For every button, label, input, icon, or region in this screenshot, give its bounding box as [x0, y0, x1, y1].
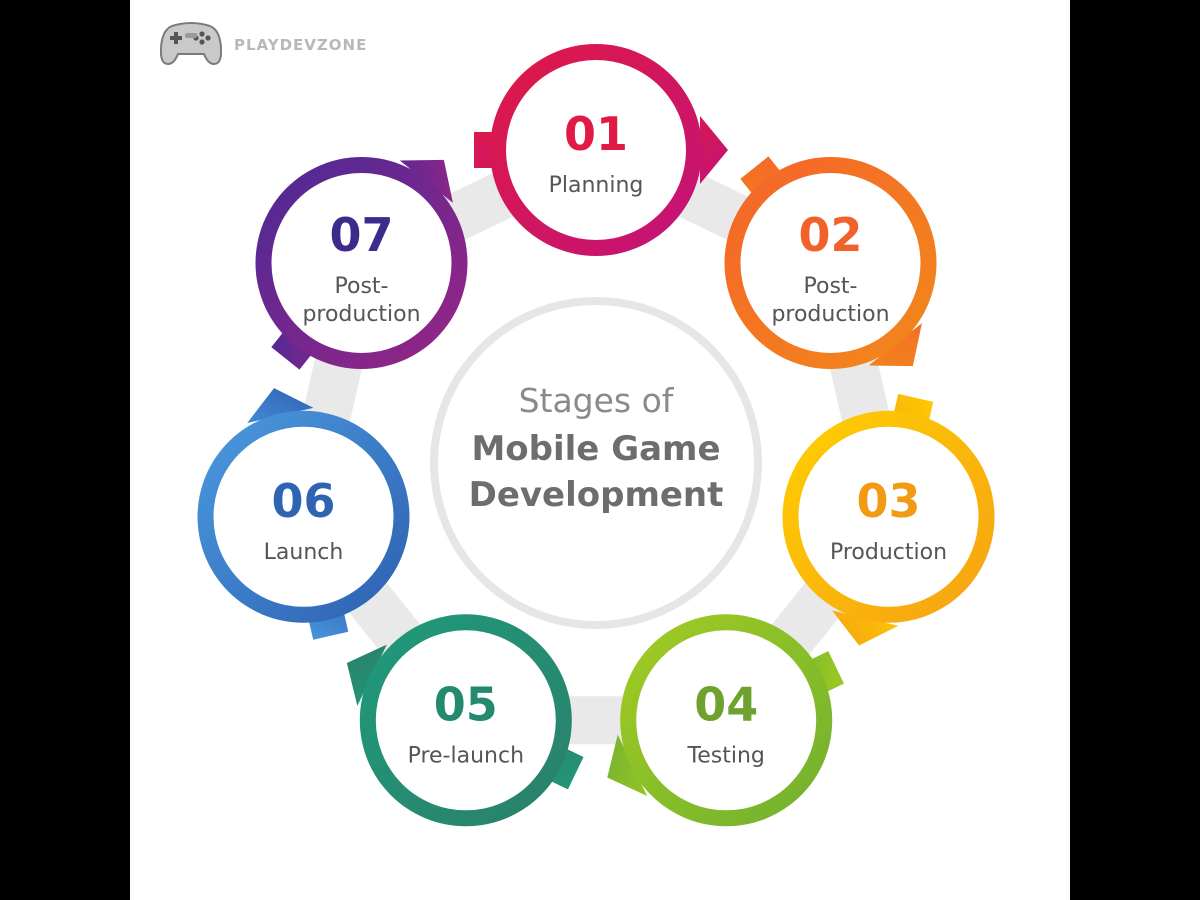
- stage-05-disc: [375, 630, 556, 811]
- center-title-line3: Development: [469, 475, 724, 515]
- stage-04-number: 04: [694, 677, 758, 731]
- stage-02-label-line-1: Post-: [804, 274, 858, 299]
- stage-01-label-line-1: Planning: [549, 173, 644, 198]
- stage-06-label-line-1: Launch: [264, 540, 344, 565]
- stage-07-label-line-1: Post-: [335, 274, 389, 299]
- center-circle: Stages of Mobile Game Development: [430, 297, 762, 629]
- stage-07-label-line-2: production: [302, 302, 420, 327]
- stages-diagram: Stages of Mobile Game Development 01Plan…: [197, 44, 995, 827]
- stage-06-number: 06: [271, 474, 335, 528]
- stage-07-number: 07: [329, 208, 393, 262]
- stage-05-number: 05: [434, 677, 498, 731]
- stage-03-disc: [798, 426, 979, 607]
- stage-05-label-line-1: Pre-launch: [408, 743, 524, 768]
- stage-02-label-line-2: production: [771, 302, 889, 327]
- stage-01-disc: [506, 60, 686, 240]
- stage-04-disc: [636, 630, 817, 811]
- stage-02-disc: [740, 173, 921, 353]
- stage-02-number: 02: [798, 208, 862, 262]
- brand-logo: PLAYDEVZONE: [159, 20, 368, 70]
- center-title-line2: Mobile Game: [471, 429, 720, 469]
- center-title-line1: Stages of: [519, 381, 675, 420]
- stage-03-label-line-1: Production: [830, 540, 947, 565]
- infographic-canvas: PLAYDEVZONE Stages of Mobile Game Develo…: [130, 0, 1070, 900]
- brand-name: PLAYDEVZONE: [234, 36, 368, 54]
- stage-03-number: 03: [856, 474, 920, 528]
- stage-06-disc: [213, 426, 394, 607]
- stage-04-label-line-1: Testing: [687, 743, 765, 768]
- gamepad-icon: [159, 20, 223, 70]
- stage-01-number: 01: [564, 107, 628, 161]
- stage-07-disc: [271, 173, 452, 353]
